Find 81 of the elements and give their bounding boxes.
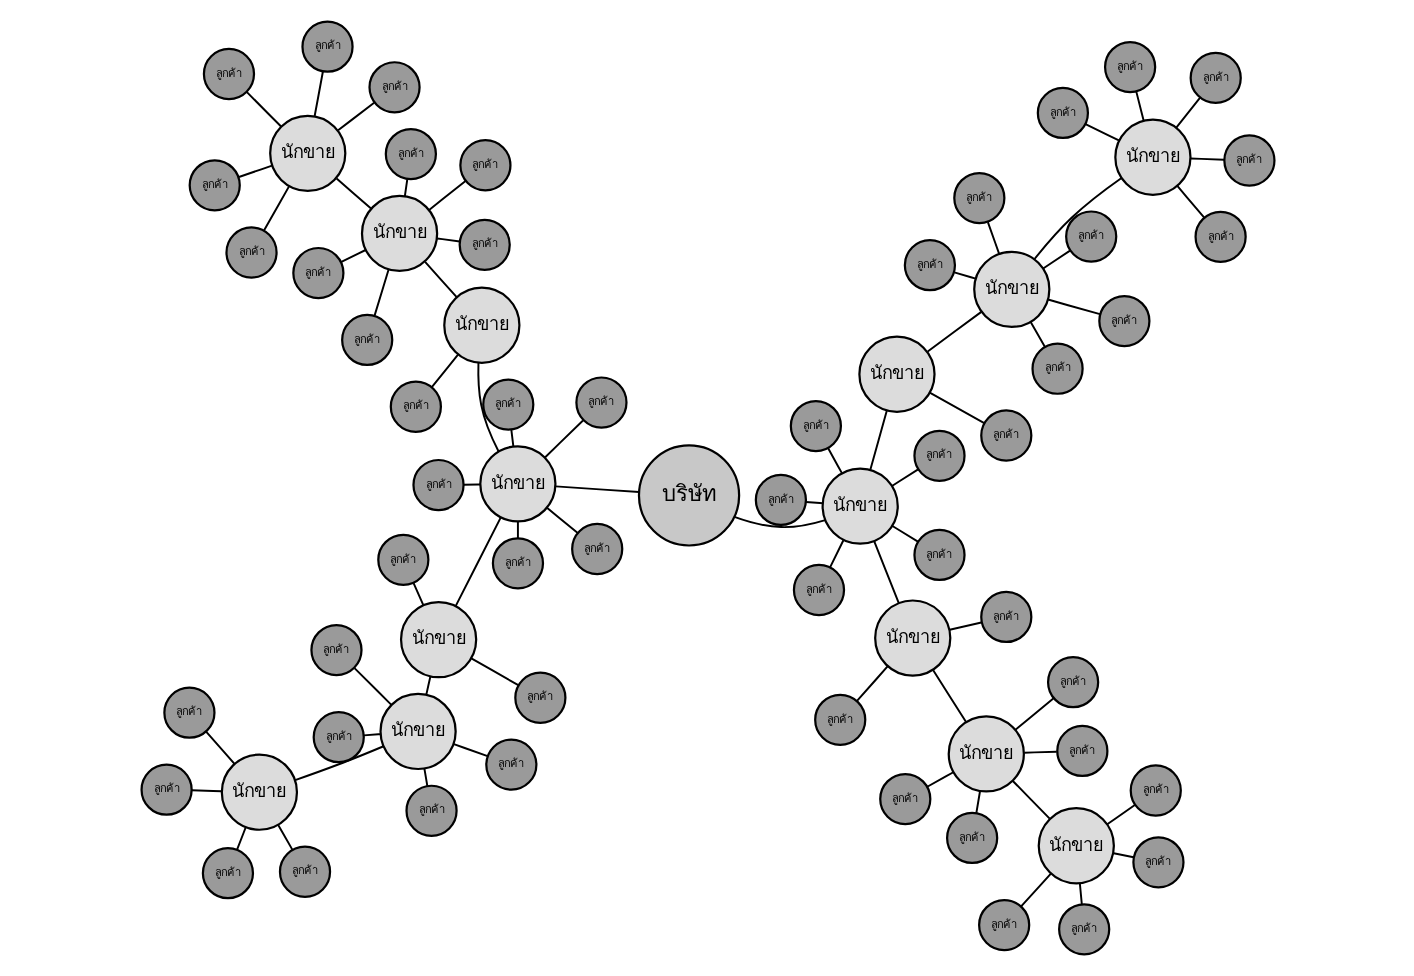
node-circle: บริษัท: [636, 444, 740, 547]
connector: [952, 271, 976, 280]
connector: [262, 185, 289, 232]
connector: [732, 515, 826, 529]
node-circle: นักขาย: [398, 600, 477, 679]
connector: [423, 260, 457, 299]
node-circle: นักขาย: [857, 335, 935, 413]
connector: [1046, 298, 1100, 316]
connector: [1077, 882, 1082, 905]
connector: [890, 468, 919, 487]
connector: [1013, 697, 1054, 731]
connector: [1028, 321, 1045, 348]
node-circle: นักขาย: [219, 753, 298, 831]
connector: [855, 665, 888, 702]
connector: [429, 353, 458, 388]
connector: [553, 485, 640, 494]
node-circle: นักขาย: [1113, 118, 1191, 196]
connector: [826, 447, 842, 475]
connector: [411, 582, 424, 606]
connector: [276, 824, 293, 851]
node-circle: นักขาย: [820, 467, 898, 545]
connector: [235, 826, 246, 851]
node-circle: นักขาย: [359, 194, 438, 273]
node-circle: นักขาย: [946, 715, 1024, 793]
connector: [312, 70, 323, 118]
connector: [461, 483, 481, 486]
connector: [422, 767, 428, 787]
node-circle: นักขาย: [268, 114, 346, 193]
connector: [1019, 872, 1051, 908]
connector: [402, 178, 408, 198]
node-circle: นักขาย: [873, 599, 951, 677]
connector: [1041, 249, 1070, 270]
connector: [338, 249, 366, 264]
node-circle: นักขาย: [442, 286, 520, 364]
connector: [352, 667, 392, 706]
connector: [1134, 90, 1144, 122]
connector: [237, 164, 273, 178]
connector: [372, 268, 389, 317]
connector: [931, 669, 966, 723]
connector: [244, 91, 282, 128]
connector: [803, 500, 823, 505]
connector: [828, 539, 844, 569]
connector: [293, 745, 384, 782]
connector: [189, 789, 222, 793]
connector: [424, 675, 431, 696]
connector: [545, 506, 578, 535]
connector: [204, 730, 235, 765]
connector: [427, 180, 466, 211]
connector: [985, 221, 1000, 255]
connector: [1083, 123, 1119, 142]
connector: [974, 790, 980, 814]
connector: [361, 733, 381, 737]
connector: [872, 540, 899, 605]
connector: [515, 520, 518, 540]
connector: [543, 419, 583, 459]
connector: [1105, 804, 1135, 826]
connector: [1188, 157, 1224, 161]
connector: [927, 391, 985, 425]
node-circle: นักขาย: [378, 692, 456, 771]
connector: [868, 409, 887, 471]
connector: [1022, 750, 1057, 754]
node-circle: นักขาย: [1036, 807, 1114, 885]
connector: [947, 621, 982, 631]
connector: [476, 361, 499, 453]
connector: [435, 237, 460, 243]
connector: [453, 516, 501, 607]
connector: [451, 743, 488, 758]
connector: [334, 177, 371, 210]
connector: [336, 101, 375, 132]
node-circle: นักขาย: [478, 445, 556, 523]
connector: [509, 428, 514, 448]
connector: [1111, 852, 1134, 859]
connector: [469, 657, 519, 687]
connector: [1174, 96, 1201, 129]
connector: [925, 310, 982, 353]
node-circle: นักขาย: [972, 250, 1050, 329]
connector: [1010, 779, 1050, 820]
connector: [925, 771, 954, 788]
connector: [1032, 177, 1122, 260]
connector: [890, 525, 918, 543]
connector: [1175, 185, 1205, 219]
